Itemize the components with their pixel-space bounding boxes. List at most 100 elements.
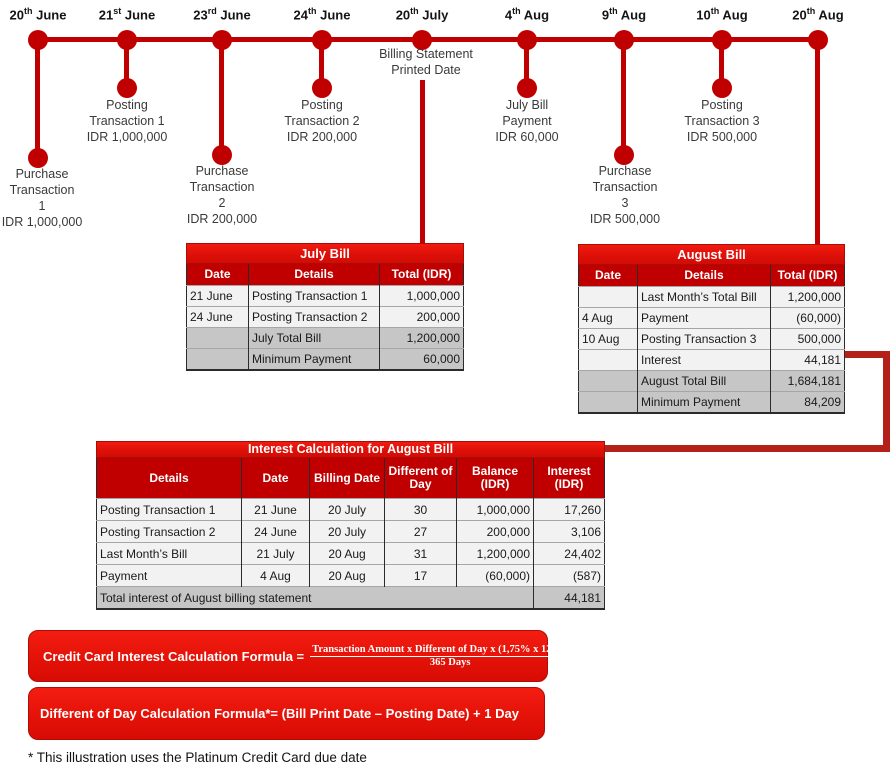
interest-table-title: Interest Calculation for August Bill [96, 441, 605, 458]
cell-balance: 1,200,000 [456, 542, 534, 565]
connector-interest-vertical [883, 351, 890, 452]
date-label-24-june: 24th June [293, 6, 351, 23]
timeline-node [117, 30, 137, 50]
event-node [517, 78, 537, 98]
column-header: Billing Date [309, 458, 385, 499]
stem-23-june [219, 40, 224, 155]
interest-formula-fraction: Transaction Amount x Different of Day x … [310, 644, 591, 668]
cell-date [186, 327, 249, 349]
date-label-9-aug: 9th Aug [601, 6, 647, 23]
column-header: Date [186, 264, 249, 286]
label-posting-transaction-1: Posting Transaction 1 IDR 1,000,000 [86, 98, 168, 144]
cell-date: 21 June [241, 498, 310, 521]
event-node [117, 78, 137, 98]
cell-interest: 17,260 [533, 498, 605, 521]
cell-date: 21 June [186, 285, 249, 307]
event-node [614, 145, 634, 165]
cell-interest: 24,402 [533, 542, 605, 565]
event-node [212, 145, 232, 165]
event-node [28, 148, 48, 168]
cell-details: Interest [637, 349, 771, 371]
cell-balance: 200,000 [456, 520, 534, 543]
cell-details: Minimum Payment [637, 391, 771, 413]
cell-total: 1,200,000 [379, 327, 464, 349]
table-row: Last Month’s Total Bill 1,200,000 [578, 286, 845, 308]
interest-calculation-table: Interest Calculation for August Bill Det… [96, 441, 605, 610]
stem-20-june [35, 40, 40, 158]
timeline-node [28, 30, 48, 50]
stem-21-june [124, 40, 129, 88]
table-row: 24 June Posting Transaction 2 200,000 [186, 306, 464, 328]
cell-details: Last Month’s Total Bill [637, 286, 771, 308]
august-bill-table: August Bill Date Details Total (IDR) Las… [578, 244, 845, 414]
table-header-row: Date Details Total (IDR) [186, 264, 464, 286]
stem-24-june [319, 40, 324, 88]
column-header: Total (IDR) [379, 264, 464, 286]
cell-total: 1,000,000 [379, 285, 464, 307]
date-label-23-june: 23rd June [193, 6, 251, 23]
cell-date: 24 June [241, 520, 310, 543]
cell-interest: (587) [533, 564, 605, 587]
cell-balance: (60,000) [456, 564, 534, 587]
timeline-node [412, 30, 432, 50]
label-billing-statement: Billing Statement Printed Date [379, 47, 473, 77]
cell-date: 21 July [241, 542, 310, 565]
cell-date [578, 349, 638, 371]
cell-day-diff: 31 [384, 542, 457, 565]
cell-date: 24 June [186, 306, 249, 328]
cell-total: (60,000) [770, 307, 845, 329]
table-row: Posting Transaction 2 24 June 20 July 27… [96, 520, 605, 543]
date-label-4-aug: 4th Aug [504, 6, 550, 23]
cell-billing-date: 20 Aug [309, 542, 385, 565]
date-label-20-aug: 20th Aug [792, 6, 844, 23]
date-label-21-june: 21st June [98, 6, 156, 23]
date-label-10-aug: 10th Aug [696, 6, 748, 23]
table-header-row: Details Date Billing Date Different of D… [96, 458, 605, 499]
timeline-node [517, 30, 537, 50]
column-header: Date [241, 458, 310, 499]
label-purchase-transaction-1: Purchase Transaction 1 IDR 1,000,000 [1, 167, 83, 229]
interest-formula-label: Credit Card Interest Calculation Formula… [43, 648, 305, 664]
cell-total: 1,200,000 [770, 286, 845, 308]
table-row: Interest 44,181 [578, 349, 845, 371]
column-header: Interest (IDR) [533, 458, 605, 499]
august-bill-title: August Bill [578, 244, 845, 265]
footnote: * This illustration uses the Platinum Cr… [28, 750, 367, 765]
timeline-node [712, 30, 732, 50]
cell-details: Minimum Payment [248, 348, 380, 370]
table-total-row: Total interest of August billing stateme… [96, 586, 605, 609]
table-row: Payment 4 Aug 20 Aug 17 (60,000) (587) [96, 564, 605, 587]
cell-details: Posting Transaction 1 [248, 285, 380, 307]
day-formula-label: Different of Day Calculation Formula*= (… [40, 706, 519, 721]
cell-total: 500,000 [770, 328, 845, 350]
column-header: Details [96, 458, 242, 499]
cell-details: Posting Transaction 2 [96, 520, 242, 543]
table-row: 21 June Posting Transaction 1 1,000,000 [186, 285, 464, 307]
cell-total: 44,181 [770, 349, 845, 371]
cell-total: 200,000 [379, 306, 464, 328]
timeline-node [614, 30, 634, 50]
cell-date [578, 391, 638, 413]
column-header: Different of Day [384, 458, 457, 499]
cell-billing-date: 20 Aug [309, 564, 385, 587]
label-july-bill-payment: July Bill Payment IDR 60,000 [495, 98, 559, 144]
cell-day-diff: 27 [384, 520, 457, 543]
event-node [312, 78, 332, 98]
connector-interest-horizontal-left [605, 445, 890, 452]
cell-details: Last Month’s Bill [96, 542, 242, 565]
interest-formula-box: Credit Card Interest Calculation Formula… [28, 630, 591, 682]
cell-day-diff: 17 [384, 564, 457, 587]
cell-date: 10 Aug [578, 328, 638, 350]
total-value: 44,181 [533, 586, 605, 609]
cell-total: 84,209 [770, 391, 845, 413]
cell-date: 4 Aug [578, 307, 638, 329]
table-row: 4 Aug Payment (60,000) [578, 307, 845, 329]
cell-billing-date: 20 July [309, 498, 385, 521]
column-header: Balance (IDR) [456, 458, 534, 499]
table-header-row: Date Details Total (IDR) [578, 265, 845, 287]
cell-billing-date: 20 July [309, 520, 385, 543]
table-row: Posting Transaction 1 21 June 20 July 30… [96, 498, 605, 521]
cell-details: August Total Bill [637, 370, 771, 392]
table-row: 10 Aug Posting Transaction 3 500,000 [578, 328, 845, 350]
cell-details: Posting Transaction 2 [248, 306, 380, 328]
